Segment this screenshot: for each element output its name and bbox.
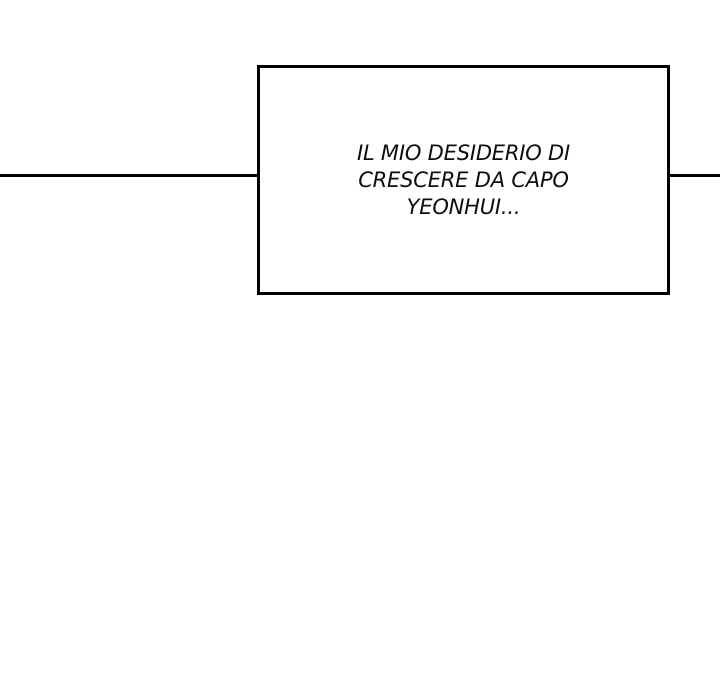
caption-box: IL MIO DESIDERIO DI CRESCERE DA CAPO YEO… — [257, 65, 670, 295]
caption-text: IL MIO DESIDERIO DI CRESCERE DA CAPO YEO… — [357, 140, 570, 221]
caption-line-2: CRESCERE DA CAPO — [358, 167, 569, 192]
panel-connector-line-left — [0, 174, 258, 177]
caption-line-1: IL MIO DESIDERIO DI — [356, 140, 571, 165]
panel-connector-line-right — [669, 174, 720, 177]
caption-line-3: YEONHUI... — [406, 194, 521, 219]
